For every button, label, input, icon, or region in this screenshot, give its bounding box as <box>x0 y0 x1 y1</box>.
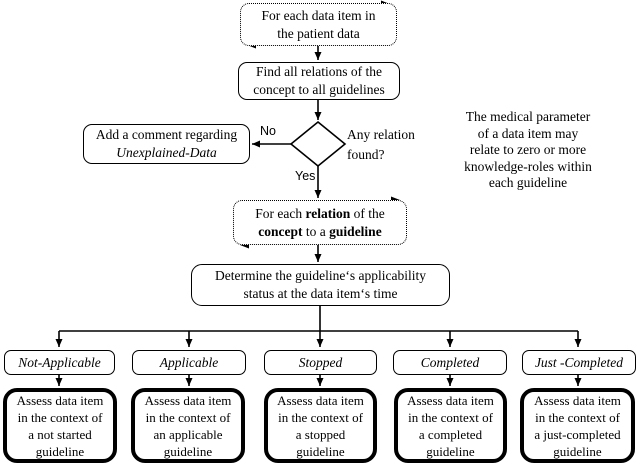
side-note: The medical parameter of a data item may… <box>426 109 630 192</box>
decision-question-line2: found? <box>347 147 385 162</box>
find-relations-line1: Find all relations of the <box>256 64 382 79</box>
assess-box-just-completed: Assess data item in the context of a jus… <box>520 388 635 463</box>
side-note-line3: relate to zero or more <box>469 142 587 157</box>
status-box-not-applicable: Not-Applicable <box>4 350 115 375</box>
status-label: Just -Completed <box>534 354 624 370</box>
assess-line: in the context of <box>278 409 363 425</box>
assess-line: guideline <box>426 443 475 459</box>
side-note-line1: The medical parameter <box>465 109 591 124</box>
assess-line: a not started <box>28 426 92 442</box>
side-note-line5: each guideline <box>488 175 568 190</box>
status-label: Completed <box>420 354 480 370</box>
assess-line: a stopped <box>295 426 346 442</box>
determine-line1: Determine the guideline‘s applicability <box>214 268 427 283</box>
assess-line: guideline <box>35 443 85 459</box>
assess-box-stopped: Assess data item in the context of a sto… <box>264 388 377 463</box>
process-box-determine-status: Determine the guideline‘s applicability … <box>191 264 450 306</box>
status-box-stopped: Stopped <box>264 350 377 375</box>
status-label: Stopped <box>298 354 343 370</box>
loop-relation-line1-pre: For each <box>255 205 306 221</box>
loop-patient-line1: For each data item in <box>261 7 376 23</box>
assess-box-not-started: Assess data item in the context of a not… <box>3 388 117 463</box>
decision-question-text: Any relation found? <box>347 125 437 165</box>
loop-relation-line1-bold: relation <box>305 205 351 221</box>
assess-line: a completed <box>418 426 483 442</box>
loop-relation-line2: concept to a guideline <box>234 223 406 241</box>
assess-line: Assess data item <box>16 392 104 408</box>
decision-question-line1: Any relation <box>347 127 415 142</box>
assess-line: in the context of <box>408 409 493 425</box>
status-label: Not-Applicable <box>18 354 101 370</box>
loop-patient-line2: the patient data <box>277 25 360 41</box>
loop-relation-line2-bold1: concept <box>258 223 303 239</box>
find-relations-line2: concept to all guidelines <box>253 82 385 97</box>
assess-line: Assess data item <box>144 392 232 408</box>
assess-line: an applicable <box>153 426 223 442</box>
assess-line: in the context of <box>145 409 231 425</box>
loop-box-patient-data: For each data item in the patient data <box>240 3 397 46</box>
assess-line: guideline <box>553 443 602 459</box>
status-box-just-completed: Just -Completed <box>522 350 636 375</box>
loop-box-relation: For each relation of the concept to a gu… <box>233 200 407 245</box>
assess-line: in the context of <box>17 409 103 425</box>
assess-line: a just-completed <box>534 426 621 442</box>
assess-line: Assess data item <box>534 392 621 408</box>
process-box-find-relations: Find all relations of the concept to all… <box>238 62 400 100</box>
add-comment-line2: Unexplained-Data <box>116 145 217 160</box>
loop-relation-line1: For each relation of the <box>234 205 406 223</box>
loop-relation-line1-post: of the <box>350 205 385 221</box>
edge-label-no: No <box>258 124 278 138</box>
add-comment-line1: Add a comment regarding <box>95 127 238 142</box>
assess-line: Assess data item <box>277 392 364 408</box>
assess-line: guideline <box>163 443 213 459</box>
status-box-completed: Completed <box>393 350 507 375</box>
assess-line: guideline <box>296 443 345 459</box>
assess-line: in the context of <box>535 409 620 425</box>
status-label: Applicable <box>159 354 219 370</box>
side-note-line4: knowledge-roles within <box>464 158 592 174</box>
edge-label-yes: Yes <box>293 169 318 183</box>
assess-line: Assess data item <box>407 392 494 408</box>
assess-box-completed: Assess data item in the context of a com… <box>394 388 507 463</box>
decision-diamond <box>289 120 347 168</box>
process-box-add-comment: Add a comment regarding Unexplained-Data <box>83 124 250 164</box>
loop-relation-line2-mid: to a <box>302 223 330 239</box>
assess-box-applicable: Assess data item in the context of an ap… <box>131 388 245 463</box>
status-box-applicable: Applicable <box>132 350 246 375</box>
determine-line2: status at the data item‘s time <box>243 286 398 301</box>
side-note-line2: of a data item may <box>477 125 579 141</box>
loop-relation-line2-bold2: guideline <box>329 223 382 239</box>
